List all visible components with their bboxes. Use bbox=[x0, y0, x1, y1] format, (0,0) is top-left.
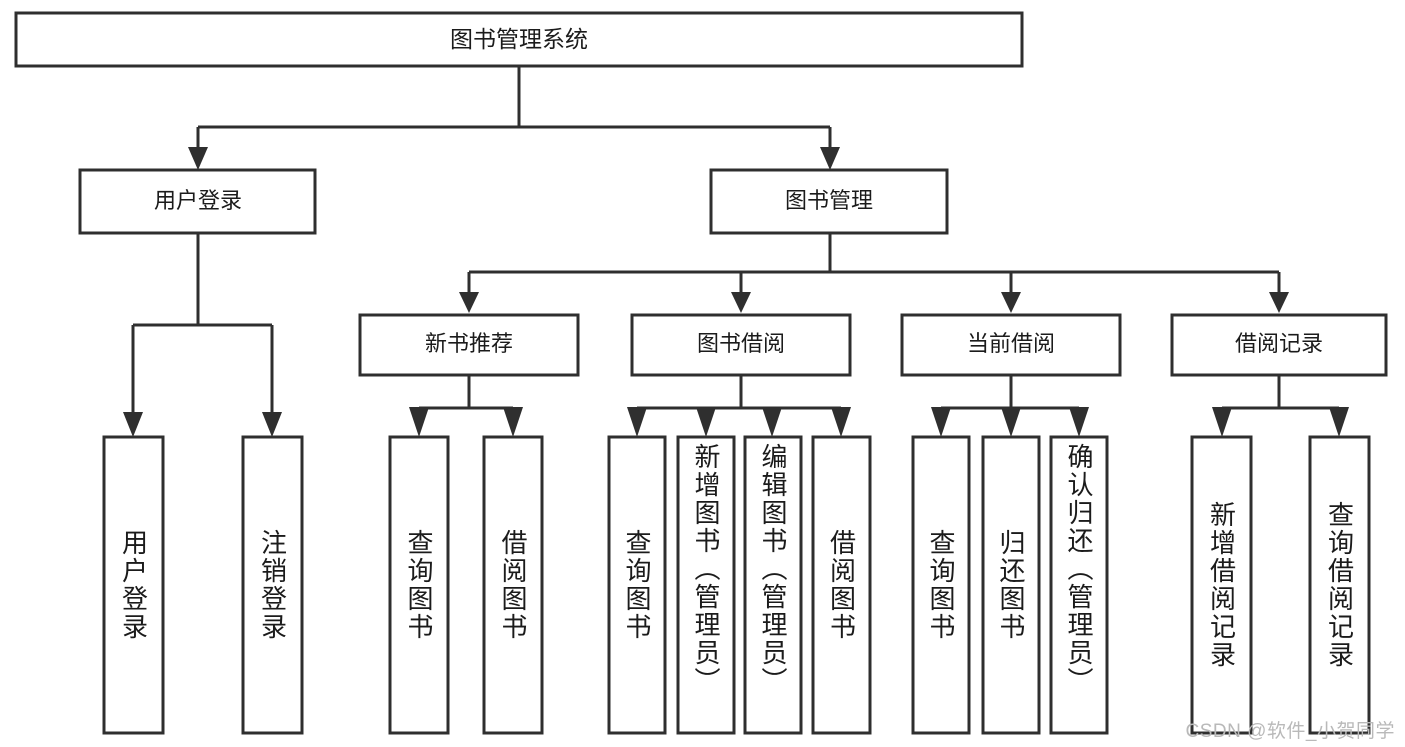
leaf-box-confirm-return[interactable] bbox=[1049, 435, 1109, 735]
leaf-box-user-login[interactable] bbox=[102, 435, 165, 735]
node-book-management-label: 图书管理 bbox=[785, 188, 873, 213]
connector-borrow-to-leaves bbox=[635, 375, 843, 420]
leaf-box-return-book[interactable] bbox=[981, 435, 1041, 735]
arrowhead-to-leaf-user-login bbox=[123, 412, 143, 437]
arrowhead-to-leaf-confirm-return bbox=[1069, 407, 1089, 437]
node-user-login-label: 用户登录 bbox=[154, 188, 242, 213]
watermark: CSDN @软件_小贺同学 bbox=[1185, 721, 1395, 742]
arrowhead-to-user-login bbox=[188, 147, 208, 170]
connector-userlogin-to-leaves bbox=[131, 233, 274, 420]
node-current-borrow[interactable]: 当前借阅 bbox=[900, 313, 1122, 377]
node-new-book-recommend[interactable]: 新书推荐 bbox=[358, 313, 580, 377]
connector-record-to-leaves bbox=[1220, 375, 1341, 420]
leaf-box-add-record[interactable] bbox=[1190, 435, 1253, 735]
arrowhead-to-book-borrow bbox=[731, 292, 751, 313]
node-book-borrow[interactable]: 图书借阅 bbox=[630, 313, 852, 377]
arrowhead-to-leaf-borrow-book-1 bbox=[503, 407, 523, 437]
connector-recommend-to-leaves bbox=[417, 375, 515, 420]
node-book-borrow-box[interactable] bbox=[630, 313, 852, 377]
leaf-box-query-book-1[interactable] bbox=[388, 435, 450, 735]
node-new-book-recommend-box[interactable] bbox=[358, 313, 580, 377]
arrowhead-to-leaf-query-book-2 bbox=[627, 407, 647, 437]
node-user-login[interactable]: 用户登录 bbox=[78, 168, 317, 235]
arrowhead-to-book-management bbox=[820, 147, 840, 170]
node-borrow-record-label: 借阅记录 bbox=[1235, 331, 1323, 356]
node-book-management[interactable]: 图书管理 bbox=[709, 168, 949, 235]
node-root-label: 图书管理系统 bbox=[450, 26, 588, 52]
node-current-borrow-label: 当前借阅 bbox=[967, 331, 1055, 356]
node-new-book-recommend-label: 新书推荐 bbox=[425, 331, 513, 356]
leaf-box-query-book-3[interactable] bbox=[911, 435, 971, 735]
arrowhead-to-leaf-return-book bbox=[1001, 407, 1021, 437]
node-borrow-record-box[interactable] bbox=[1170, 313, 1388, 377]
arrowhead-to-leaf-borrow-book-2 bbox=[831, 407, 851, 437]
node-root[interactable]: 图书管理系统 bbox=[14, 11, 1024, 68]
leaf-box-query-record[interactable] bbox=[1308, 435, 1371, 735]
arrowhead-to-borrow-record bbox=[1269, 292, 1289, 313]
node-borrow-record[interactable]: 借阅记录 bbox=[1170, 313, 1388, 377]
connector-root-to-level2 bbox=[196, 66, 832, 155]
leaf-box-borrow-book-1[interactable] bbox=[482, 435, 544, 735]
node-book-management-box[interactable] bbox=[709, 168, 949, 235]
arrowhead-to-current-borrow bbox=[1001, 292, 1021, 313]
leaf-box-query-book-2[interactable] bbox=[607, 435, 667, 735]
leaf-box-borrow-book-2[interactable] bbox=[811, 435, 872, 735]
arrowhead-to-new-book-recommend bbox=[459, 292, 479, 313]
leaf-box-logout[interactable] bbox=[241, 435, 304, 735]
leaf-box-edit-book[interactable] bbox=[743, 435, 803, 735]
arrowhead-to-leaf-add-record bbox=[1212, 407, 1232, 437]
arrowhead-to-leaf-edit-book bbox=[762, 407, 782, 437]
leaf-boxes-layer bbox=[102, 435, 1371, 735]
arrowhead-to-leaf-query-book-1 bbox=[409, 407, 429, 437]
arrowhead-to-leaf-query-record bbox=[1329, 407, 1349, 437]
node-user-login-box[interactable] bbox=[78, 168, 317, 235]
arrowhead-to-leaf-add-book bbox=[696, 407, 716, 437]
node-root-box[interactable] bbox=[14, 11, 1024, 68]
connector-bookmgmt-to-level3 bbox=[467, 233, 1281, 300]
arrowhead-to-leaf-logout bbox=[262, 412, 282, 437]
arrowhead-to-leaf-query-book-3 bbox=[931, 407, 951, 437]
node-current-borrow-box[interactable] bbox=[900, 313, 1122, 377]
node-book-borrow-label: 图书借阅 bbox=[697, 331, 785, 356]
leaf-box-add-book[interactable] bbox=[676, 435, 736, 735]
connector-layer bbox=[123, 66, 1349, 437]
